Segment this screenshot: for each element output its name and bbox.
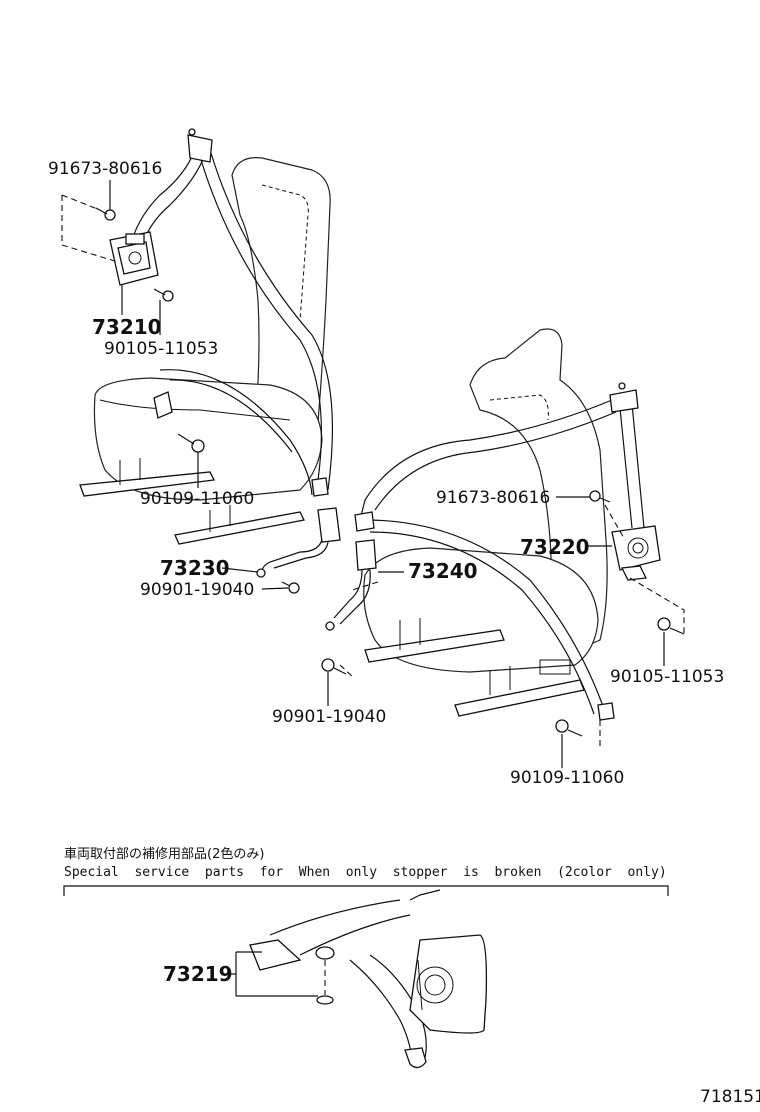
- retractor-73220: [611, 525, 661, 581]
- part-label-73219: 73219: [163, 962, 233, 986]
- part-labels: 91673-80616 73210 90105-11053 90109-1106…: [48, 159, 724, 788]
- note-english: Special service parts for When only stop…: [64, 865, 667, 880]
- part-label-90901-19040-bottom: 90901-19040: [272, 707, 386, 727]
- right-seatbelt-webbing: [354, 382, 645, 721]
- leader-lines: [61, 180, 685, 768]
- part-label-73220: 73220: [520, 535, 590, 559]
- part-label-91673-80616-right: 91673-80616: [436, 488, 550, 508]
- buckle-73230: [256, 507, 341, 578]
- part-label-90105-11053-left: 90105-11053: [104, 339, 218, 359]
- retractor-73210: [109, 231, 159, 286]
- special-parts-note: 車両取付部の補修用部品(2色のみ) Special service parts …: [63, 846, 669, 896]
- bolt-icons-right: [321, 490, 685, 737]
- part-label-73210: 73210: [92, 315, 162, 339]
- note-japanese: 車両取付部の補修用部品(2色のみ): [64, 846, 264, 862]
- part-label-73230: 73230: [160, 556, 230, 580]
- part-label-90109-11060-bottom: 90109-11060: [510, 768, 624, 788]
- part-label-91673-80616-left: 91673-80616: [48, 159, 162, 179]
- stopper-detail: 73219: [163, 889, 488, 1069]
- part-label-90901-19040-left: 90901-19040: [140, 580, 254, 600]
- part-label-73240: 73240: [408, 559, 478, 583]
- figure-id: 718151: [700, 1087, 760, 1107]
- buckle-73240: [325, 539, 377, 631]
- part-label-90109-11060-left: 90109-11060: [140, 489, 254, 509]
- left-seat: [79, 157, 331, 545]
- right-seat: [363, 328, 608, 717]
- part-label-90105-11053-right: 90105-11053: [610, 667, 724, 687]
